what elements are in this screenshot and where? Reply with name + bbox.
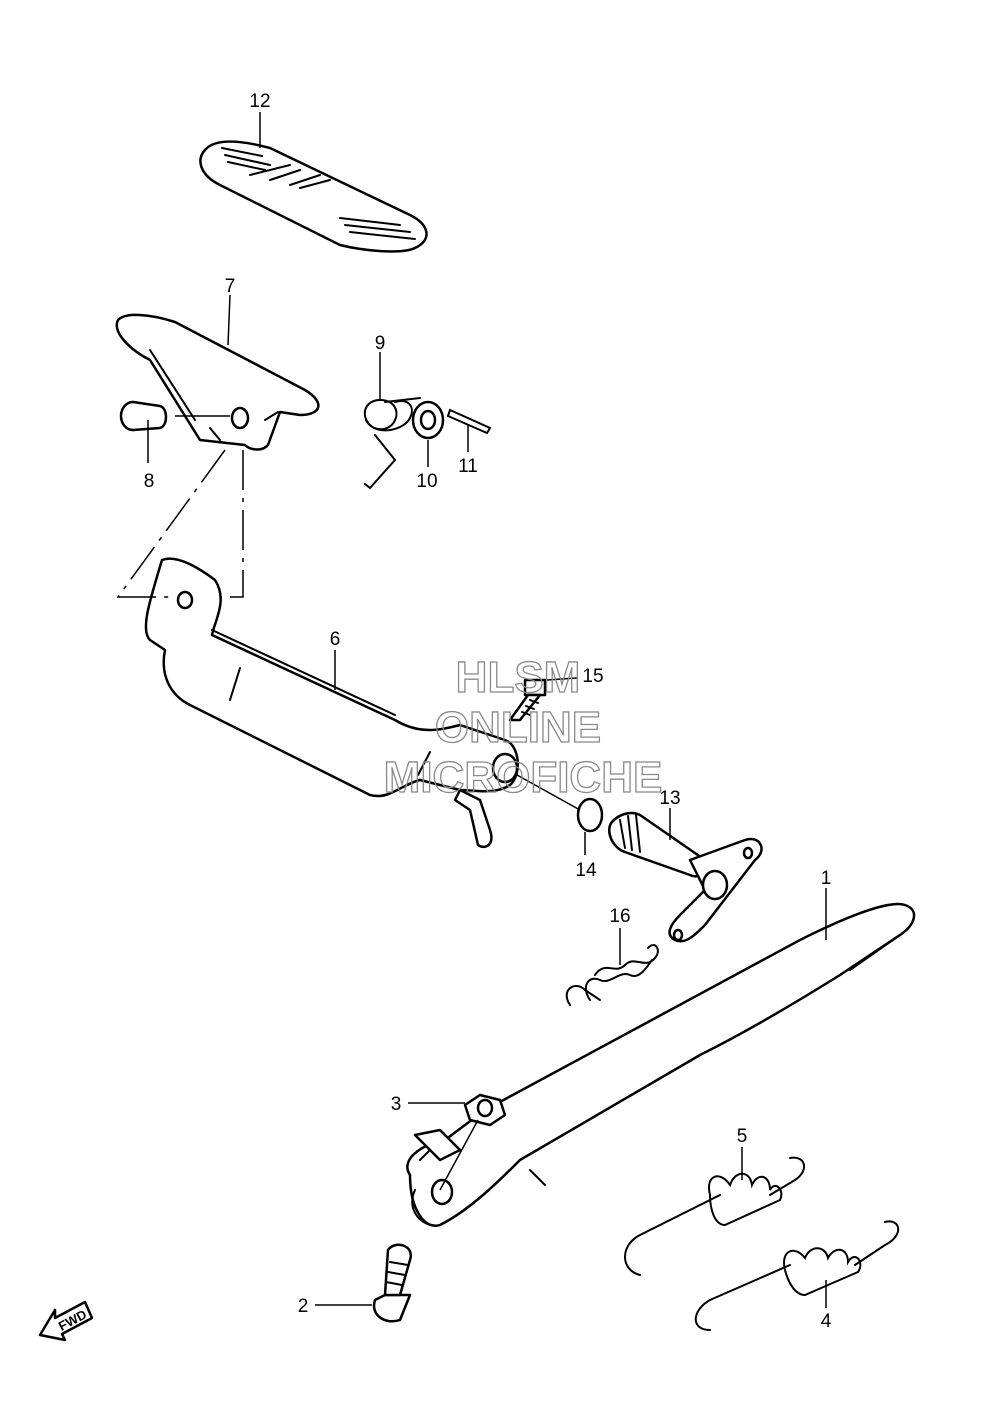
side-stand <box>406 902 916 1227</box>
label-14: 14 <box>575 860 597 881</box>
brake-pedal-pad <box>115 313 320 451</box>
label-3: 3 <box>391 1094 402 1115</box>
label-15: 15 <box>582 666 603 687</box>
label-2: 2 <box>298 1296 309 1317</box>
label-13: 13 <box>659 788 680 809</box>
assembly-lines <box>116 449 244 598</box>
side-stand-spring-upper <box>624 1156 805 1276</box>
label-16: 16 <box>609 906 630 927</box>
cotter-pin <box>446 408 492 435</box>
torsion-spring <box>363 397 421 490</box>
label-8: 8 <box>144 471 155 492</box>
leader-lines <box>147 112 827 1308</box>
label-7: 7 <box>225 276 236 297</box>
watermark-line1: HLSM <box>456 653 581 702</box>
footrest-rubber <box>199 140 428 253</box>
label-1: 1 <box>821 868 832 889</box>
watermark-line3: MICROFICHE <box>384 753 663 802</box>
label-9: 9 <box>375 333 386 354</box>
label-12: 12 <box>249 91 270 112</box>
nut <box>463 1093 507 1127</box>
fwd-arrow-icon: FWD <box>38 1300 94 1342</box>
label-4: 4 <box>821 1311 832 1332</box>
bolt <box>508 678 547 722</box>
watermark: HLSM ONLINE MICROFICHE <box>383 652 663 802</box>
label-6: 6 <box>330 629 341 650</box>
label-10: 10 <box>416 471 437 492</box>
label-11: 11 <box>458 456 478 477</box>
washer <box>411 400 445 440</box>
brake-shaft <box>608 811 763 943</box>
label-5: 5 <box>737 1126 748 1147</box>
watermark-line2: ONLINE <box>435 703 601 752</box>
o-ring <box>576 797 604 833</box>
brake-return-spring <box>565 944 659 1006</box>
part-labels: 12 7 9 8 10 11 6 15 13 14 16 1 3 5 2 4 <box>144 91 832 1332</box>
clevis-pin <box>119 400 168 432</box>
stand-bolt <box>372 1243 413 1323</box>
brake-pedal-arm <box>144 557 519 849</box>
side-stand-spring-lower <box>694 1220 900 1331</box>
